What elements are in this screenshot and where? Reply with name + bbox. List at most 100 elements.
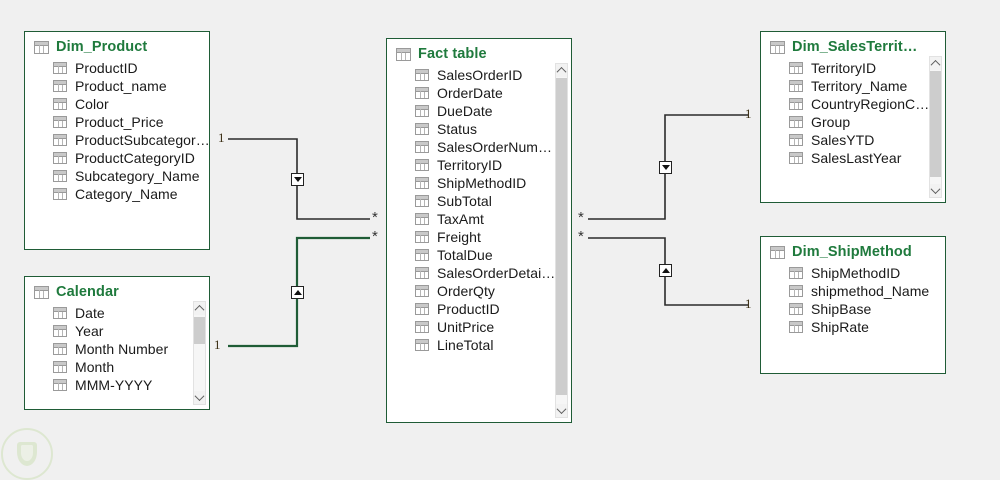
cross-filter-direction-marker-fact-salesterritory[interactable] bbox=[659, 161, 672, 174]
field-row[interactable]: SalesOrderDetai… bbox=[387, 264, 571, 282]
field-row[interactable]: LineTotal bbox=[387, 336, 571, 354]
scroll-thumb[interactable] bbox=[194, 317, 205, 345]
cross-filter-direction-marker-fact-shipmethod[interactable] bbox=[659, 264, 672, 277]
column-icon bbox=[789, 267, 803, 279]
field-row[interactable]: ShipMethodID bbox=[761, 264, 945, 282]
field-row[interactable]: SalesOrderID bbox=[387, 66, 571, 84]
field-row[interactable]: Product_name bbox=[25, 77, 209, 95]
scroll-track[interactable] bbox=[194, 315, 205, 391]
table-card-dim-shipmethod[interactable]: Dim_ShipMethod ShipMethodID shipmethod_N… bbox=[760, 236, 946, 374]
fact-table-scrollbar[interactable] bbox=[555, 63, 568, 418]
column-icon bbox=[53, 325, 67, 337]
scroll-thumb[interactable] bbox=[930, 71, 941, 178]
field-row[interactable]: ShipMethodID bbox=[387, 174, 571, 192]
field-row[interactable]: ShipBase bbox=[761, 300, 945, 318]
table-card-fact-table[interactable]: Fact table SalesOrderID OrderDate DueDat… bbox=[386, 38, 572, 423]
field-row[interactable]: TaxAmt bbox=[387, 210, 571, 228]
field-row[interactable]: SalesOrderNum… bbox=[387, 138, 571, 156]
table-header-dim-product[interactable]: Dim_Product bbox=[25, 32, 209, 59]
cardinality-label: 1 bbox=[218, 130, 225, 145]
field-row[interactable]: CountryRegionC… bbox=[761, 95, 945, 113]
scroll-thumb[interactable] bbox=[556, 78, 567, 396]
column-icon bbox=[415, 249, 429, 261]
scroll-down-button[interactable] bbox=[556, 404, 567, 417]
scroll-track[interactable] bbox=[930, 70, 941, 184]
scroll-track[interactable] bbox=[556, 77, 567, 404]
scroll-up-button[interactable] bbox=[194, 302, 205, 315]
scroll-down-button[interactable] bbox=[930, 184, 941, 197]
cross-filter-direction-marker-calendar-fact[interactable] bbox=[291, 286, 304, 299]
field-row[interactable]: Product_Price bbox=[25, 113, 209, 131]
column-icon bbox=[415, 177, 429, 189]
field-row[interactable]: ProductSubcategor… bbox=[25, 131, 209, 149]
field-row[interactable]: Color bbox=[25, 95, 209, 113]
field-row[interactable]: OrderQty bbox=[387, 282, 571, 300]
column-icon bbox=[53, 116, 67, 128]
table-card-calendar[interactable]: Calendar Date Year Month Number Month MM… bbox=[24, 276, 210, 410]
column-icon bbox=[789, 303, 803, 315]
table-header-calendar[interactable]: Calendar bbox=[25, 277, 209, 304]
table-header-dim-shipmethod[interactable]: Dim_ShipMethod bbox=[761, 237, 945, 264]
field-row[interactable]: Month bbox=[25, 358, 209, 376]
table-title: Dim_SalesTerrit… bbox=[792, 39, 918, 55]
column-icon bbox=[415, 87, 429, 99]
field-row[interactable]: Month Number bbox=[25, 340, 209, 358]
field-label: Territory_Name bbox=[811, 78, 908, 94]
field-row[interactable]: DueDate bbox=[387, 102, 571, 120]
cross-filter-direction-marker-product-fact[interactable] bbox=[291, 173, 304, 186]
cardinality-label: * bbox=[578, 228, 584, 245]
table-header-fact-table[interactable]: Fact table bbox=[387, 39, 571, 66]
field-row[interactable]: Subcategory_Name bbox=[25, 167, 209, 185]
chevron-down-icon bbox=[194, 391, 205, 402]
field-list-dim-salesterritory: TerritoryID Territory_Name CountryRegion… bbox=[761, 59, 945, 173]
field-row[interactable]: ProductID bbox=[387, 300, 571, 318]
scroll-up-button[interactable] bbox=[930, 57, 941, 70]
field-row[interactable]: Freight bbox=[387, 228, 571, 246]
field-label: ProductCategoryID bbox=[75, 150, 195, 166]
field-row[interactable]: TerritoryID bbox=[761, 59, 945, 77]
column-icon bbox=[415, 69, 429, 81]
column-icon bbox=[789, 285, 803, 297]
field-row[interactable]: TotalDue bbox=[387, 246, 571, 264]
field-row[interactable]: Status bbox=[387, 120, 571, 138]
field-label: SalesOrderNum… bbox=[437, 139, 553, 155]
field-row[interactable]: Category_Name bbox=[25, 185, 209, 203]
field-label: shipmethod_Name bbox=[811, 283, 930, 299]
field-row[interactable]: OrderDate bbox=[387, 84, 571, 102]
field-list-dim-shipmethod: ShipMethodID shipmethod_Name ShipBase Sh… bbox=[761, 264, 945, 342]
field-row[interactable]: UnitPrice bbox=[387, 318, 571, 336]
field-label: OrderDate bbox=[437, 85, 503, 101]
cardinality-label: * bbox=[372, 228, 378, 245]
column-icon bbox=[53, 134, 67, 146]
table-title: Dim_Product bbox=[56, 39, 148, 55]
column-icon bbox=[789, 321, 803, 333]
field-label: SalesOrderDetai… bbox=[437, 265, 556, 281]
field-label: Group bbox=[811, 114, 851, 130]
field-row[interactable]: ShipRate bbox=[761, 318, 945, 336]
field-row[interactable]: ProductCategoryID bbox=[25, 149, 209, 167]
field-label: Freight bbox=[437, 229, 481, 245]
table-card-dim-salesterritory[interactable]: Dim_SalesTerrit… TerritoryID Territory_N… bbox=[760, 31, 946, 203]
field-row[interactable]: Territory_Name bbox=[761, 77, 945, 95]
field-row[interactable]: Year bbox=[25, 322, 209, 340]
field-row[interactable]: shipmethod_Name bbox=[761, 282, 945, 300]
table-header-dim-salesterritory[interactable]: Dim_SalesTerrit… bbox=[761, 32, 945, 59]
calendar-scrollbar[interactable] bbox=[193, 301, 206, 405]
field-row[interactable]: TerritoryID bbox=[387, 156, 571, 174]
field-row[interactable]: SalesLastYear bbox=[761, 149, 945, 167]
field-row[interactable]: MMM-YYYY bbox=[25, 376, 209, 394]
field-label: Category_Name bbox=[75, 186, 178, 202]
field-label: CountryRegionC… bbox=[811, 96, 930, 112]
field-row[interactable]: ProductID bbox=[25, 59, 209, 77]
field-label: Date bbox=[75, 305, 105, 321]
salesterritory-scrollbar[interactable] bbox=[929, 56, 942, 198]
scroll-up-button[interactable] bbox=[556, 64, 567, 77]
field-row[interactable]: Date bbox=[25, 304, 209, 322]
column-icon bbox=[789, 152, 803, 164]
field-row[interactable]: SubTotal bbox=[387, 192, 571, 210]
scroll-down-button[interactable] bbox=[194, 391, 205, 404]
field-row[interactable]: Group bbox=[761, 113, 945, 131]
table-card-dim-product[interactable]: Dim_Product ProductID Product_name Color… bbox=[24, 31, 210, 250]
field-row[interactable]: SalesYTD bbox=[761, 131, 945, 149]
